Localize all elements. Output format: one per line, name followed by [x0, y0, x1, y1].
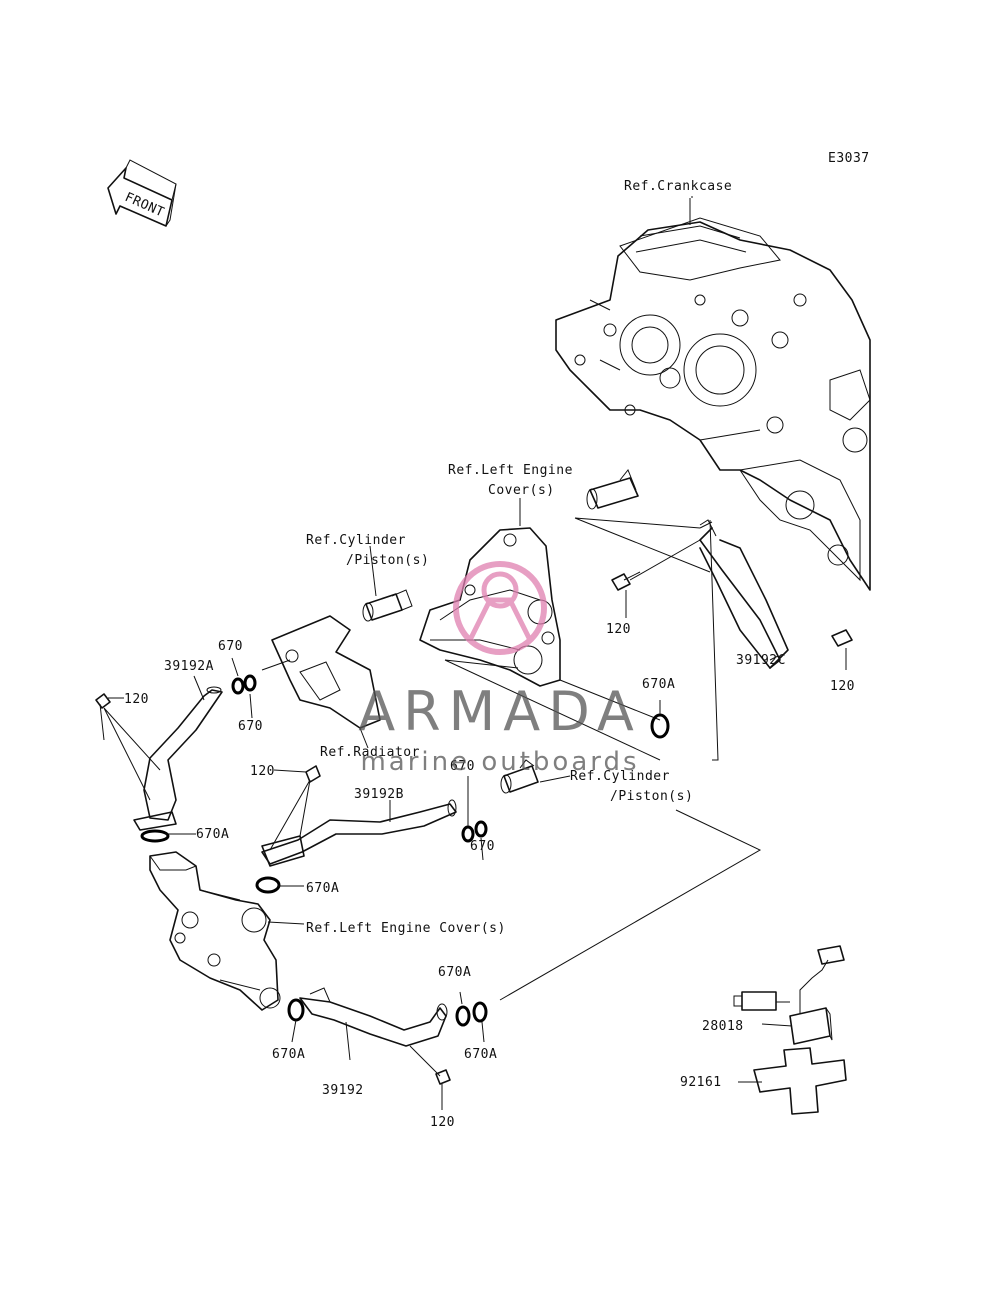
crankcase-illustration [555, 198, 871, 591]
part-label-39192a: 39192A [164, 659, 214, 674]
ref-cylinder-label: Ref.Cylinder [306, 533, 406, 548]
cylinder-fitting-mid [500, 759, 539, 794]
hose-39192 [299, 987, 448, 1047]
part-label-39192b: 39192B [354, 787, 404, 802]
watermark-brand: ARMADA [358, 680, 642, 743]
ref-radiator-label: Ref.Radiator [320, 745, 420, 760]
part-label-39192: 39192 [322, 1083, 364, 1098]
bolt-icon [305, 765, 321, 783]
ref-left-engine-cover-label: Ref.Left Engine [448, 463, 573, 478]
part-label-670: 670 [238, 719, 263, 734]
part-label-670a: 670A [306, 881, 339, 896]
left-engine-cover-illustration [419, 527, 561, 687]
armada-logo-icon [453, 561, 547, 655]
ref-left-engine-cover-mid-label: Ref.Left Engine Cover(s) [306, 921, 506, 936]
part-label-670a: 670A [642, 677, 675, 692]
ref-crankcase-label: Ref.Crankcase [624, 179, 732, 194]
part-label-670: 670 [470, 839, 495, 854]
bolt-icon [831, 629, 853, 647]
part-label-120: 120 [830, 679, 855, 694]
part-label-92161: 92161 [680, 1075, 722, 1090]
part-label-28018: 28018 [702, 1019, 744, 1034]
part-label-120: 120 [250, 764, 275, 779]
part-label-120: 120 [430, 1115, 455, 1130]
watermark-tagline: marine outboards [360, 747, 639, 777]
ref-cylinder-mid-label-2: /Piston(s) [610, 789, 693, 804]
part-label-670a: 670A [438, 965, 471, 980]
ref-cylinder-label-2: /Piston(s) [346, 553, 429, 568]
o-ring-670a [140, 674, 670, 1027]
bolt-icon [95, 693, 111, 741]
tape-92161 [753, 1047, 847, 1115]
hose-39192c [586, 469, 789, 669]
part-label-670a: 670A [272, 1047, 305, 1062]
radiator-gasket [271, 615, 381, 729]
bolt-icon [611, 571, 641, 591]
hose-39192a [133, 686, 223, 831]
part-label-670a: 670A [196, 827, 229, 842]
part-label-120: 120 [606, 622, 631, 637]
cylinder-fitting-top [362, 589, 413, 622]
part-label-670: 670 [450, 759, 475, 774]
water-pump-housing [149, 851, 281, 1011]
hose-39192b [261, 799, 457, 867]
part-label-39192c: 39192C [736, 653, 786, 668]
bolt-icon [435, 1069, 451, 1085]
armada-watermark: ARMADA marine outboards [358, 561, 642, 777]
diagram-code: E3037 [828, 151, 870, 166]
wiring-harness-28018 [733, 945, 845, 1045]
ref-left-engine-cover-label-2: Cover(s) [488, 483, 555, 498]
ref-cylinder-mid-label: Ref.Cylinder [570, 769, 670, 784]
part-label-120: 120 [124, 692, 149, 707]
part-label-670a: 670A [464, 1047, 497, 1062]
part-label-670: 670 [218, 639, 243, 654]
front-arrow-icon: FRONT [107, 159, 177, 227]
